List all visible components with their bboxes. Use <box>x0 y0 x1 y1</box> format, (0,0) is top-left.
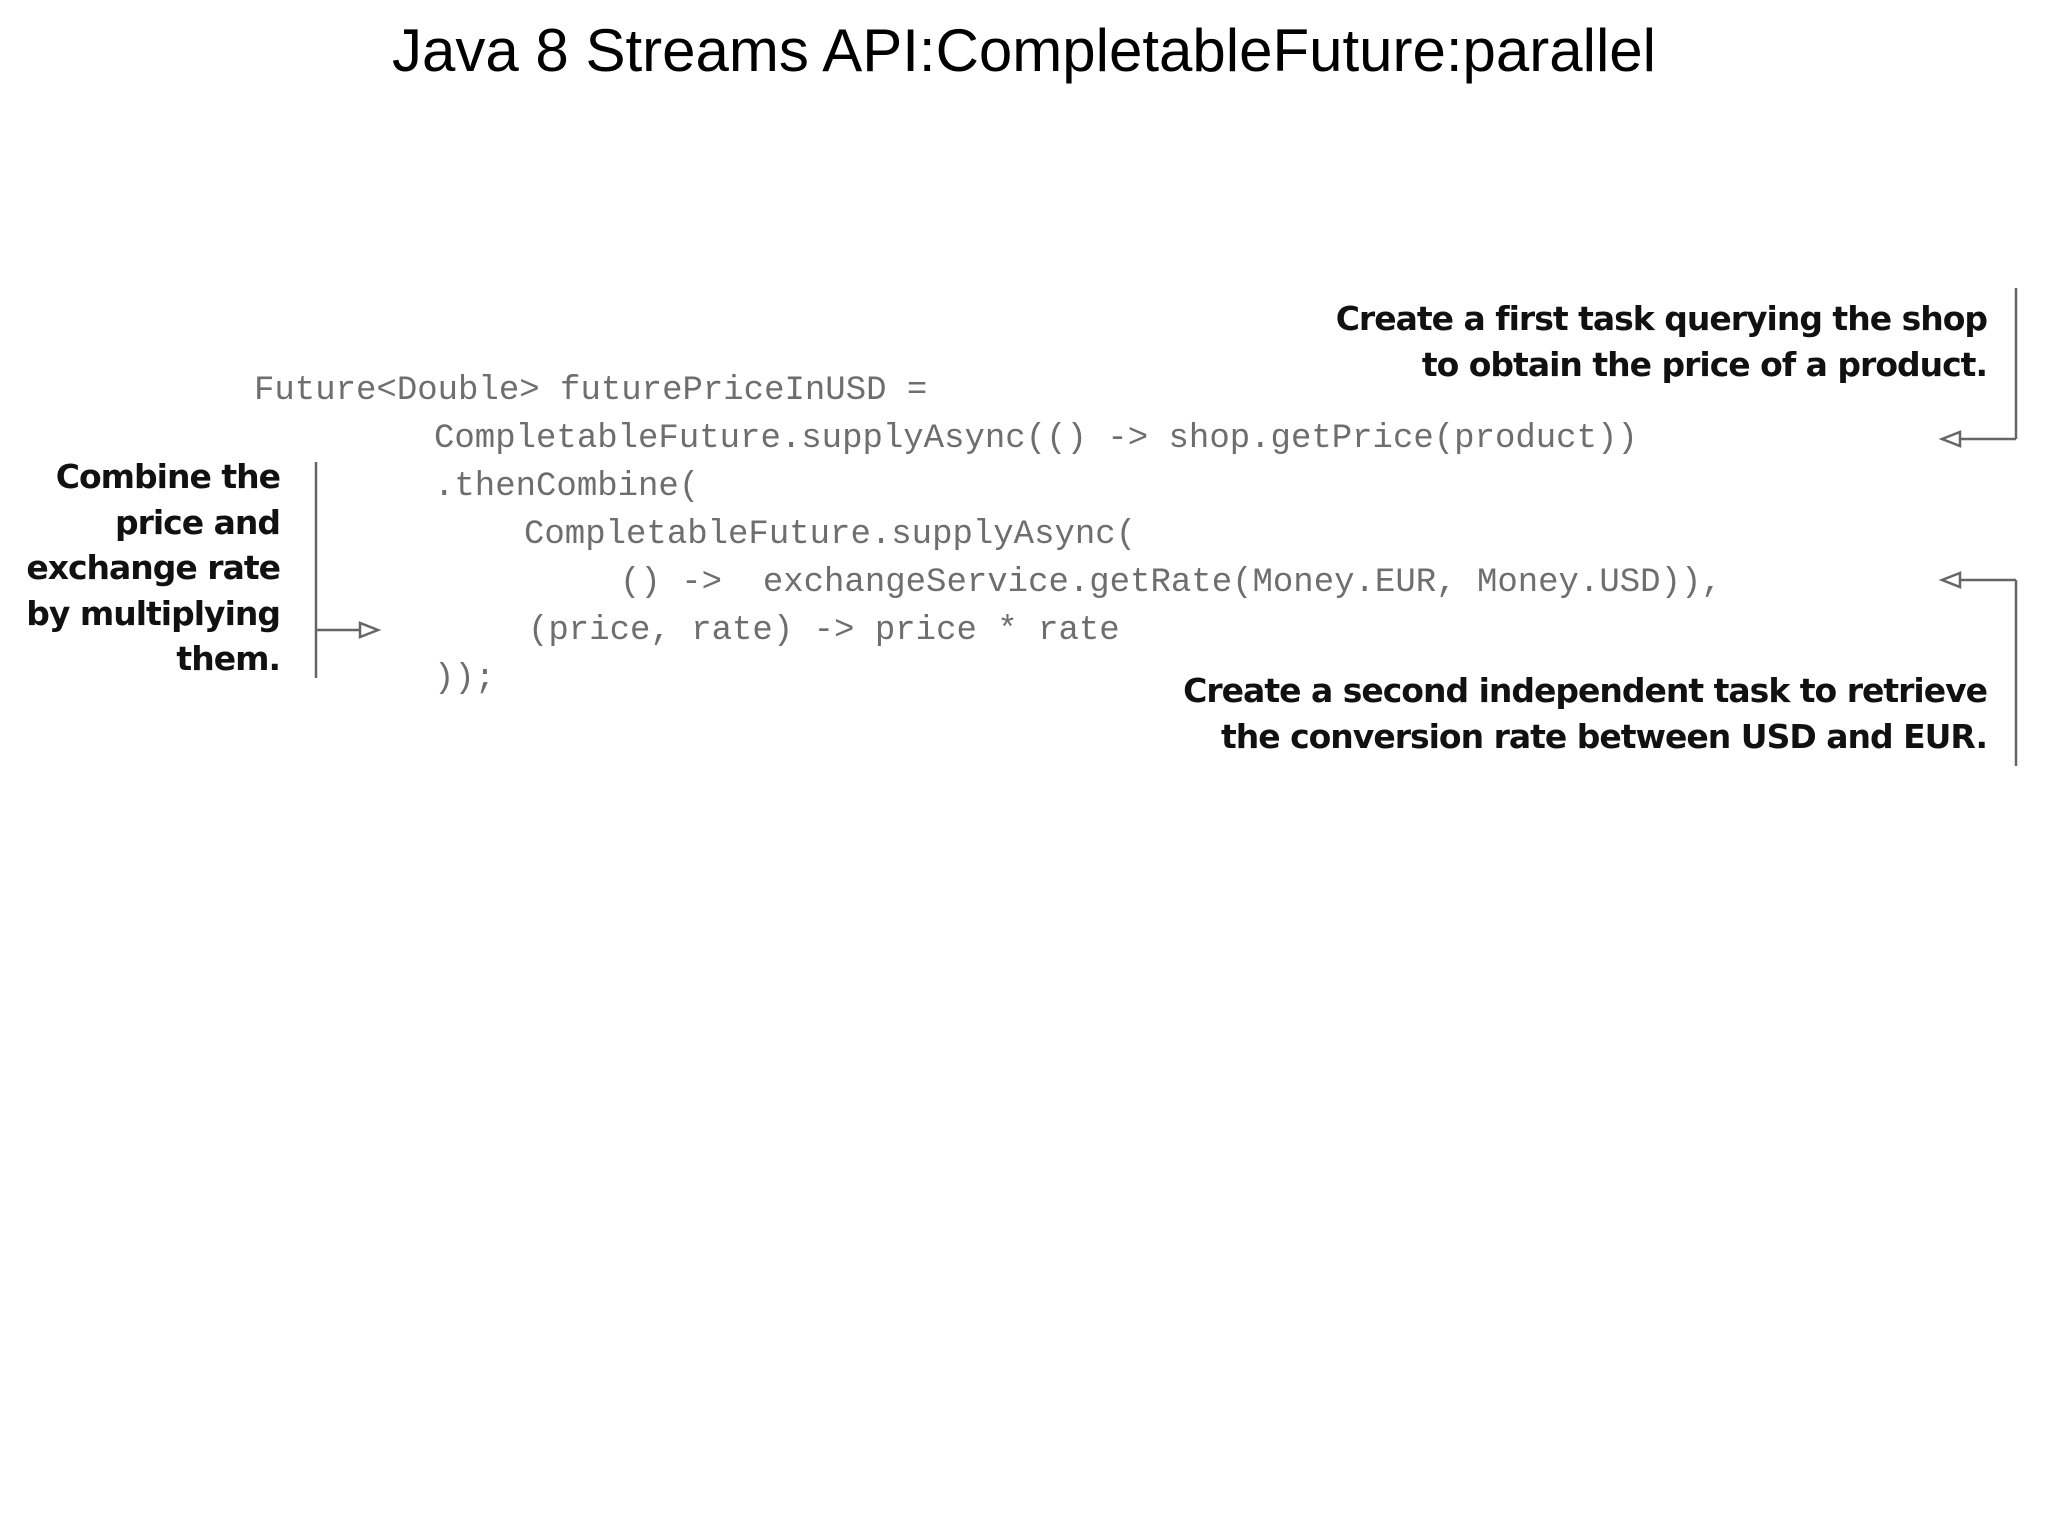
callout-combine-line-2: price and <box>114 502 281 542</box>
first-task-arrow-icon <box>1938 430 1962 448</box>
combine-arrow-icon <box>358 621 382 639</box>
callout-first-task: Create a first task querying the shop to… <box>1335 296 1988 387</box>
code-line-3: .thenCombine( <box>434 468 700 506</box>
code-line-2: CompletableFuture.supplyAsync(() -> shop… <box>434 420 1638 458</box>
second-task-arrow-icon <box>1938 571 1962 589</box>
code-line-7: )); <box>434 660 496 698</box>
callout-combine-line-4: by multiplying <box>26 593 281 633</box>
callout-second-task: Create a second independent task to retr… <box>1183 668 1988 759</box>
code-line-5: () -> exchangeService.getRate(Money.EUR,… <box>620 564 1722 602</box>
callout-combine-line-3: exchange rate <box>26 548 281 588</box>
callout-combine: Combine the price and exchange rate by m… <box>26 454 281 682</box>
code-line-6: (price, rate) -> price * rate <box>528 612 1120 650</box>
slide-title: Java 8 Streams API:CompletableFuture:par… <box>392 17 1656 84</box>
code-line-1: Future<Double> futurePriceInUSD = <box>254 372 928 410</box>
callout-second-task-line-1: Create a second independent task to retr… <box>1183 671 1988 710</box>
callout-combine-line-1: Combine the <box>55 457 281 496</box>
callout-first-task-line-2: to obtain the price of a product. <box>1421 344 1988 384</box>
code-line-4: CompletableFuture.supplyAsync( <box>524 516 1137 554</box>
callout-combine-line-5: them. <box>176 639 281 679</box>
callout-first-task-line-1: Create a first task querying the shop <box>1335 299 1988 338</box>
callout-second-task-line-2: the conversion rate between USD and EUR. <box>1220 716 1988 756</box>
